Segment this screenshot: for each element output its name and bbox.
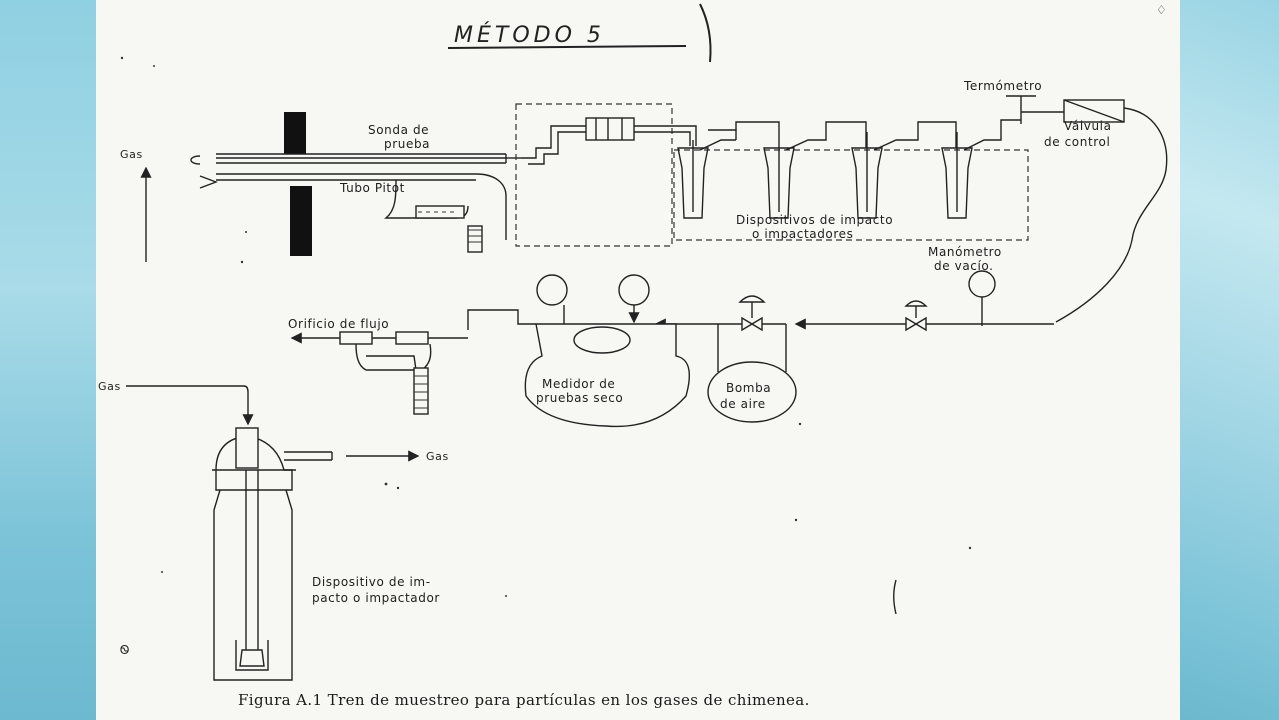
medidor-label-1: Medidor de bbox=[542, 377, 615, 391]
medidor-label-2: pruebas seco bbox=[536, 391, 623, 405]
pitot-label: Tubo Pitot bbox=[339, 181, 405, 195]
ice-bath-box bbox=[673, 149, 1029, 241]
pitot-tube bbox=[199, 173, 507, 253]
impactadores-label-2: o impactadores bbox=[752, 227, 853, 241]
dry-gas-meter bbox=[467, 274, 690, 428]
impactadores-label-1: Dispositivos de impacto bbox=[736, 213, 893, 227]
dispositivo-label-1: Dispositivo de im- bbox=[312, 575, 431, 589]
gas-in-label: Gas bbox=[98, 380, 121, 393]
stack-wall-lower bbox=[290, 186, 312, 256]
sampling-train-diagram: MÉTODO 5 ♢ Gas Sonda de prueba Tubo Pito… bbox=[98, 3, 1168, 709]
valvula-label-2: de control bbox=[1044, 135, 1110, 149]
pencil-stroke bbox=[893, 579, 897, 615]
right-background-panel bbox=[1180, 0, 1279, 720]
air-pump bbox=[654, 295, 797, 423]
orificio-label: Orificio de flujo bbox=[288, 317, 389, 331]
flow-orifice bbox=[290, 331, 468, 415]
filter-holder bbox=[521, 117, 697, 165]
sonda-label-1: Sonda de bbox=[368, 123, 429, 137]
impinger-4 bbox=[941, 119, 1021, 219]
stack-wall-upper bbox=[284, 112, 306, 154]
impinger-1 bbox=[677, 129, 737, 219]
dispositivo-label-2: pacto o impactador bbox=[312, 591, 440, 605]
page-scribble-mark: Ꮻ bbox=[120, 643, 130, 657]
single-impinger bbox=[212, 427, 333, 681]
gas-in-arrow bbox=[126, 385, 254, 426]
gas-left-label: Gas bbox=[120, 148, 143, 161]
gas-out-label: Gas bbox=[426, 450, 449, 463]
scan-specks bbox=[120, 56, 972, 597]
termometro-label: Termómetro bbox=[963, 79, 1042, 93]
bomba-label-2: de aire bbox=[720, 397, 766, 411]
scanned-diagram-page: MÉTODO 5 ♢ Gas Sonda de prueba Tubo Pito… bbox=[96, 0, 1180, 720]
thermometer bbox=[1006, 95, 1036, 124]
method-title-text: MÉTODO 5 bbox=[454, 22, 605, 48]
bomba-label-1: Bomba bbox=[726, 381, 771, 395]
page-edge-mark bbox=[699, 3, 712, 63]
control-valve bbox=[1021, 99, 1168, 323]
sonda-label-2: prueba bbox=[384, 137, 430, 151]
manometro-label-1: Manómetro bbox=[928, 245, 1002, 259]
heated-filter-box bbox=[515, 103, 673, 247]
manometro-label-2: de vacío. bbox=[934, 259, 994, 273]
corner-mark: ♢ bbox=[1156, 3, 1167, 17]
suction-line bbox=[794, 300, 1054, 332]
method-title: MÉTODO 5 bbox=[447, 22, 687, 49]
sample-probe bbox=[190, 153, 521, 165]
figure-caption: Figura A.1 Tren de muestreo para partícu… bbox=[238, 691, 810, 709]
impinger-3 bbox=[851, 121, 957, 219]
vacuum-gauge bbox=[968, 270, 996, 326]
left-background-panel bbox=[0, 0, 96, 720]
valvula-label-1: Válvula bbox=[1064, 119, 1112, 133]
impinger-2 bbox=[735, 121, 867, 219]
